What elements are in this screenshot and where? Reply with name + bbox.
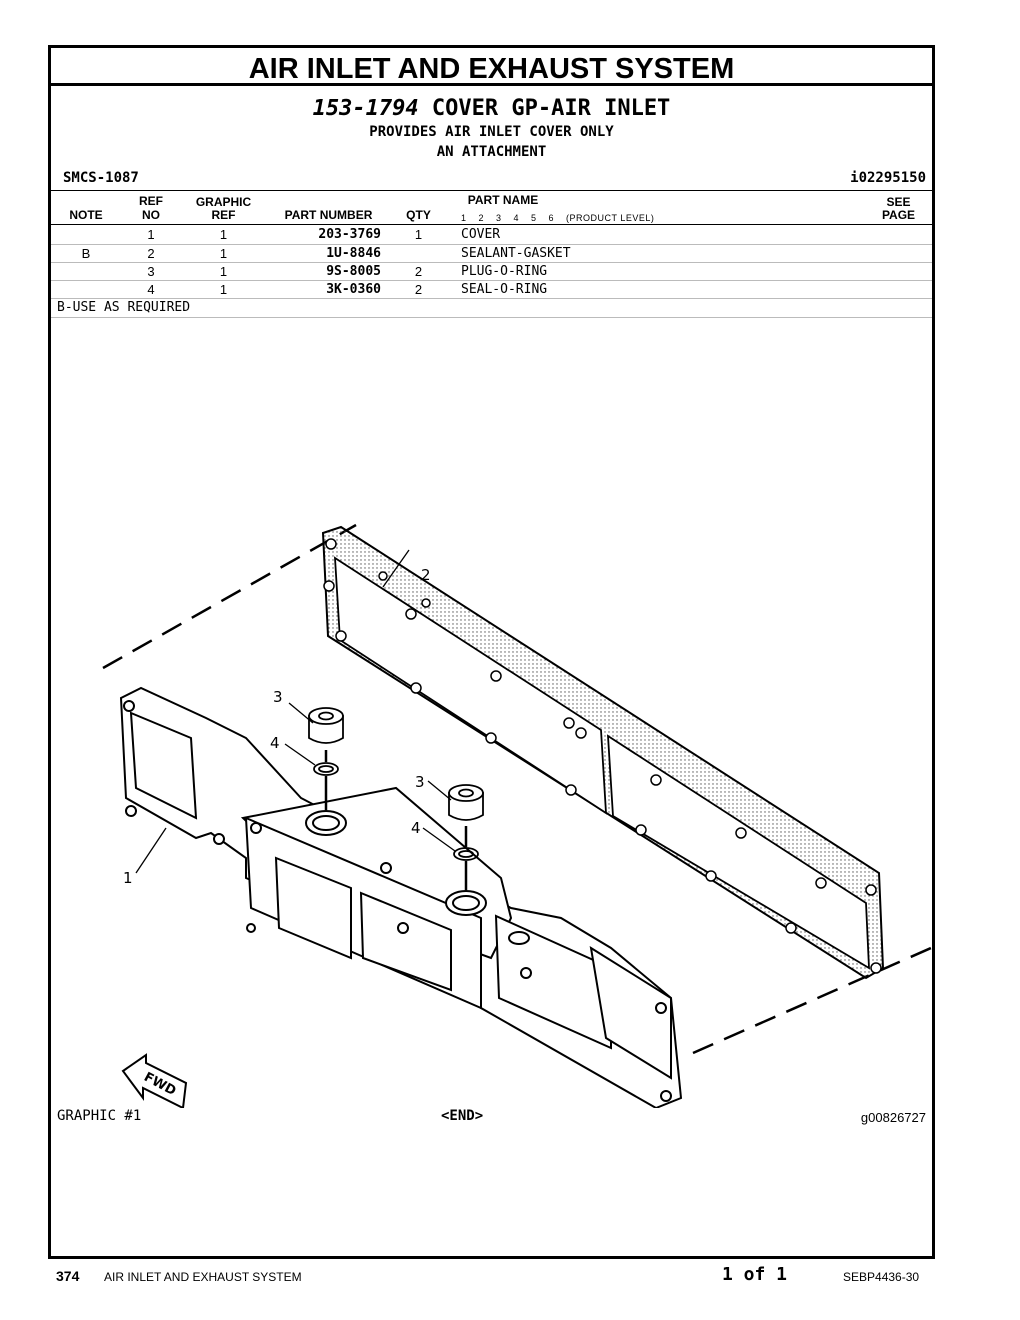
group-desc-2: AN ATTACHMENT — [436, 144, 547, 160]
plug-o-ring — [308, 707, 484, 821]
col-see-top: SEE — [886, 195, 911, 209]
page-number: 374 — [56, 1268, 80, 1284]
table-row: 1 1 203-3769 1 COVER — [51, 226, 932, 244]
callout-2: 2 — [421, 566, 431, 584]
callout-4a: 4 — [270, 734, 280, 752]
row-ref: 3 — [147, 264, 155, 279]
row-part-number[interactable]: 203-3769 — [318, 227, 381, 242]
row-divider — [51, 298, 932, 299]
graphic-label: GRAPHIC #1 — [57, 1108, 142, 1124]
table-row: B 2 1 1U-8846 SEALANT-GASKET — [51, 245, 932, 263]
end-label: <END> — [441, 1108, 484, 1124]
row-part-name: SEAL-O-RING — [461, 282, 548, 297]
page-of: 1 of 1 — [722, 1264, 788, 1285]
group-number: 153-1794 — [312, 96, 419, 121]
row-divider — [51, 262, 932, 263]
group-title: 153-1794 COVER GP-AIR INLET — [51, 96, 932, 121]
col-part-number: PART NUMBER — [284, 208, 373, 222]
row-part-number[interactable]: 1U-8846 — [326, 246, 381, 261]
cover — [119, 686, 683, 1108]
row-ref: 4 — [147, 282, 155, 297]
columns-rule — [51, 224, 932, 225]
footnote-rule — [51, 317, 932, 318]
product-levels: 1 2 3 4 5 6 (PRODUCT LEVEL) — [461, 213, 655, 223]
row-part-name: PLUG-O-RING — [461, 264, 548, 279]
col-graphic-top: GRAPHIC — [195, 195, 252, 209]
col-ref-bottom: NO — [142, 208, 160, 222]
exploded-view-illustration: 1 2 3 4 3 4 FWD — [102, 523, 932, 1108]
footnote: B-USE AS REQUIRED — [57, 300, 191, 315]
group-name: COVER GP-AIR INLET — [431, 96, 671, 121]
seal-o-ring — [313, 762, 479, 861]
row-part-name: COVER — [461, 227, 501, 242]
row-qty: 1 — [414, 227, 423, 242]
callout-1: 1 — [123, 869, 133, 887]
row-note: B — [81, 246, 91, 261]
row-graphic-ref: 1 — [219, 246, 228, 261]
callout-3b: 3 — [415, 773, 425, 791]
document-id: i02295150 — [850, 170, 926, 186]
row-part-name: SEALANT-GASKET — [461, 246, 571, 261]
forward-arrow-icon: FWD — [121, 1053, 188, 1108]
col-see-bottom: PAGE — [881, 208, 916, 222]
graphic-id: g00826727 — [860, 1110, 926, 1125]
row-ref: 1 — [147, 227, 155, 242]
row-qty: 2 — [414, 282, 423, 297]
row-part-number[interactable]: 3K-0360 — [326, 282, 381, 297]
row-ref: 2 — [147, 246, 155, 261]
row-divider — [51, 244, 932, 245]
assembly-line-bottom — [692, 946, 932, 1055]
header-rule — [51, 190, 932, 191]
footer-section: AIR INLET AND EXHAUST SYSTEM — [104, 1270, 302, 1284]
group-desc-1: PROVIDES AIR INLET COVER ONLY — [369, 124, 614, 140]
row-part-number[interactable]: 9S-8005 — [326, 264, 381, 279]
col-note: NOTE — [69, 208, 103, 222]
page-frame: AIR INLET AND EXHAUST SYSTEM 153-1794 CO… — [48, 45, 935, 1259]
row-graphic-ref: 1 — [219, 264, 228, 279]
row-qty: 2 — [414, 264, 423, 279]
assembly-line-top — [102, 523, 357, 670]
col-ref-top: REF — [139, 194, 163, 208]
col-qty: QTY — [406, 208, 431, 222]
table-row: 3 1 9S-8005 2 PLUG-O-RING — [51, 263, 932, 281]
row-graphic-ref: 1 — [219, 227, 228, 242]
smcs-code: SMCS-1087 — [63, 170, 139, 186]
callout-4b: 4 — [411, 819, 421, 837]
callout-3a: 3 — [273, 688, 283, 706]
table-row: 4 1 3K-0360 2 SEAL-O-RING — [51, 281, 932, 299]
gasket — [321, 525, 885, 980]
footer-document: SEBP4436-30 — [843, 1270, 920, 1284]
section-title: AIR INLET AND EXHAUST SYSTEM — [51, 48, 932, 86]
row-divider — [51, 280, 932, 281]
col-graphic-bottom: REF — [211, 208, 236, 222]
row-graphic-ref: 1 — [219, 282, 228, 297]
col-part-name: PART NAME — [467, 193, 539, 207]
